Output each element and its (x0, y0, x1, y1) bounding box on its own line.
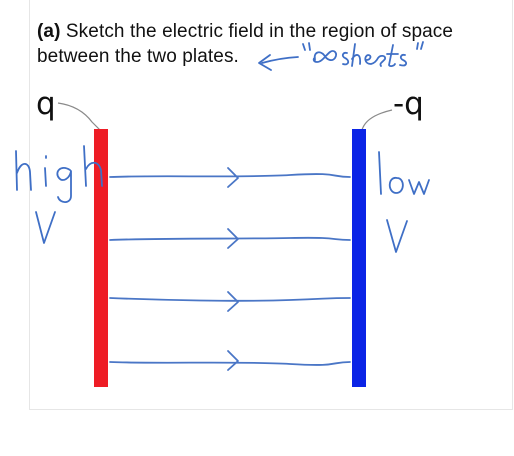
slide-panel (29, 0, 513, 410)
field-line-1 (109, 173, 351, 178)
question-line-2: between the two plates. (37, 46, 239, 68)
field-arrowhead-2 (227, 228, 239, 249)
charge-label-right: -q (393, 86, 424, 122)
field-arrowhead-3 (227, 291, 239, 312)
field-line-2 (109, 236, 351, 241)
infinite-sheets-annotation (258, 41, 424, 71)
handwriting-high-v (15, 145, 103, 244)
positive-plate (94, 129, 108, 387)
infinity-symbol (312, 50, 337, 63)
letter-h2 (83, 145, 103, 187)
field-arrowhead-1 (227, 167, 239, 188)
letter-w (408, 179, 430, 195)
handwriting-low-v (378, 151, 430, 253)
question-part-label: (a) (37, 21, 61, 42)
letter-o (388, 177, 404, 194)
letter-g (56, 166, 72, 204)
charge-leader-right (361, 109, 393, 131)
letter-h1 (15, 150, 32, 191)
field-arrowhead-4 (227, 350, 239, 371)
quote-open-mark (302, 42, 311, 51)
letter-l (378, 151, 382, 195)
charge-leader-left (57, 102, 101, 131)
letter-v-left (35, 211, 56, 244)
field-line-3 (109, 297, 351, 302)
letter-v-right (386, 219, 408, 253)
question-text-line-1: Sketch the electric field in the region … (60, 21, 454, 42)
electric-field-lines (109, 167, 351, 371)
annotation-arrow (261, 56, 299, 64)
question-line-1: (a) Sketch the electric field in the reg… (37, 21, 453, 43)
letter-i (44, 155, 47, 187)
question-text-line-2: between the two plates. (37, 46, 239, 67)
annotation-arrow-head (258, 54, 272, 71)
word-sheets (341, 43, 407, 67)
negative-plate (352, 129, 366, 387)
quote-close-mark (416, 41, 424, 50)
charge-label-left: q (36, 86, 56, 122)
field-line-4 (109, 361, 351, 366)
